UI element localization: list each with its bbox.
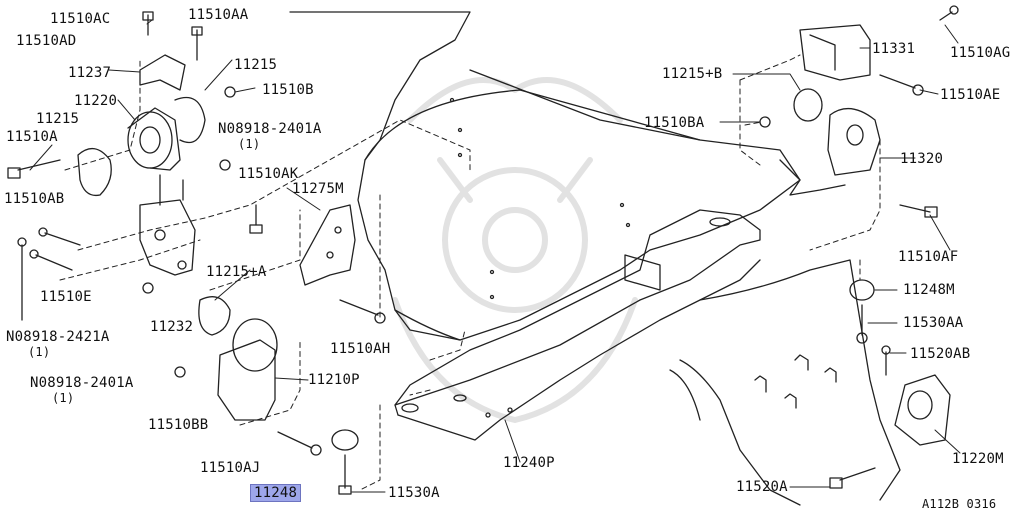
part-label-11510AB: 11510AB [4, 191, 65, 207]
part-label-11510AE: 11510AE [940, 87, 1001, 103]
watermark-emblem [392, 77, 638, 423]
right-mount-assembly [759, 5, 959, 218]
left-mount-assembly [77, 54, 206, 276]
part-label-11510AD: 11510AD [16, 33, 77, 49]
part-label-11275M: 11275M [292, 181, 344, 197]
transmission-outline [669, 259, 901, 506]
lower-right-parts [829, 279, 951, 489]
dashed-guide-lines [59, 54, 881, 491]
part-qty-08918-2401A-top: (1) [238, 137, 261, 151]
part-qty-08918-2421A: (1) [28, 345, 51, 359]
part-label-11510AH: 11510AH [330, 341, 391, 357]
left-bolts [7, 11, 263, 321]
part-qty-08918-2401A-bottom: (1) [52, 391, 75, 405]
part-label-11510AC: 11510AC [50, 11, 111, 27]
part-label-11520A: 11520A [736, 479, 788, 495]
part-label-11232: 11232 [150, 319, 194, 335]
part-label-11510AG: 11510AG [950, 45, 1011, 61]
part-label-11510AF: 11510AF [898, 249, 959, 265]
diagram-code: A112B 0316 [922, 497, 997, 510]
leader-lines [29, 19, 961, 493]
part-label-11510AK: 11510AK [238, 166, 299, 182]
part-label-11248M: 11248M [903, 282, 955, 298]
part-label-11510B: 11510B [262, 82, 314, 98]
part-label-11215-plus-b: 11215+B [662, 66, 723, 82]
part-label-11237: 11237 [68, 65, 112, 81]
part-label-11510A: 11510A [6, 129, 58, 145]
part-label-11510AA: 11510AA [188, 7, 249, 23]
crossmember-11240P [394, 209, 761, 441]
part-label-11520AB: 11520AB [910, 346, 971, 362]
engine-block-outline [289, 11, 801, 341]
part-label-08918-2401A-bottom: N08918-2401A [30, 375, 134, 391]
part-label-11530AA: 11530AA [903, 315, 964, 331]
part-label-11210P: 11210P [308, 372, 360, 388]
part-label-11215-plus-a: 11215+A [206, 264, 267, 280]
part-label-11530A: 11530A [388, 485, 440, 501]
part-label-11510AJ: 11510AJ [200, 460, 261, 476]
bracket-11275M [299, 204, 386, 324]
part-label-11215-top: 11215 [234, 57, 278, 73]
part-label-11220: 11220 [74, 93, 118, 109]
part-label-11220M: 11220M [952, 451, 1004, 467]
part-label-11510E: 11510E [40, 289, 92, 305]
part-label-11510BA: 11510BA [644, 115, 705, 131]
part-label-11510BB: 11510BB [148, 417, 209, 433]
part-label-08918-2421A: N08918-2421A [6, 329, 110, 345]
part-label-08918-2401A-top: N08918-2401A [218, 121, 322, 137]
highlighted-part-label-11248[interactable]: 11248 [250, 484, 302, 502]
part-label-11320: 11320 [900, 151, 944, 167]
part-label-11215-left: 11215 [36, 111, 80, 127]
part-label-11331: 11331 [872, 41, 916, 57]
part-label-11240P: 11240P [503, 455, 555, 471]
